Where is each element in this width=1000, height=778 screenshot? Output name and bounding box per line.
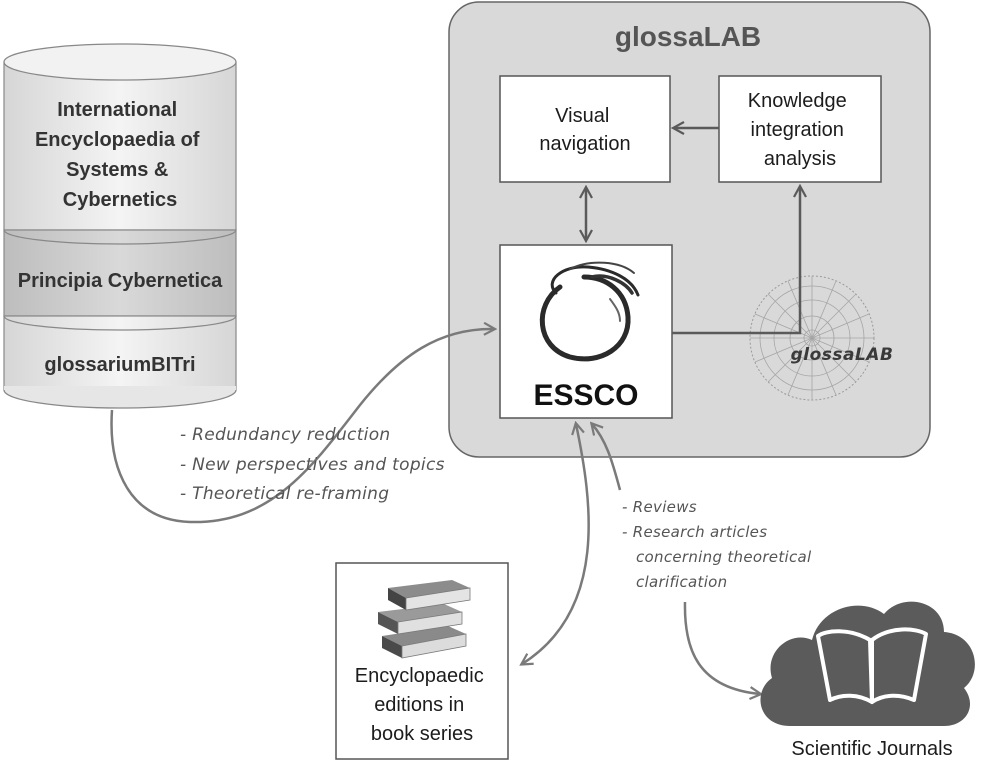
arrow-essco-to-knowledge xyxy=(672,187,800,335)
books-line1: Encyclopaedic xyxy=(355,665,484,687)
journals-label: Scientific Journals xyxy=(791,738,952,760)
essco-label: ESSCO xyxy=(533,379,638,412)
note-research: - Research articles xyxy=(622,523,767,541)
knowledge-integration-box: Knowledge integration analysis xyxy=(718,75,882,183)
cloud-book-icon xyxy=(760,601,975,726)
essco-box: ESSCO xyxy=(499,244,673,419)
knowledge-integration-line2: integration xyxy=(751,119,844,141)
visual-navigation-line1: Visual xyxy=(555,105,609,127)
svg-text:Encyclopaedic editions i: Encyclopaedic editions in book series xyxy=(355,665,490,745)
note-reframing: - Theoretical re-framing xyxy=(180,484,389,504)
db-glossarium-label: glossariumBITri xyxy=(44,354,195,376)
note-clarification: clarification xyxy=(636,573,727,591)
db-principia-label: Principia Cybernetica xyxy=(18,270,223,292)
visual-navigation-line2: navigation xyxy=(539,133,630,155)
book-stack-icon xyxy=(378,580,471,659)
svg-text:International Encyclopae: International Encyclopaedia of Systems &… xyxy=(35,99,205,211)
notes-right: - Reviews - Research articles concerning… xyxy=(622,498,812,591)
db-encyclopaedia-line1: International xyxy=(57,99,177,121)
svg-text:Visual navigation: Visual navigation xyxy=(539,105,630,155)
books-line2: editions in xyxy=(374,694,464,716)
arrow-essco-books xyxy=(522,424,590,664)
arrow-journals-to-essco xyxy=(592,424,622,491)
db-encyclopaedia-line3: Systems & xyxy=(66,159,168,181)
db-encyclopaedia-line4: Cybernetics xyxy=(63,189,178,211)
books-line3: book series xyxy=(371,723,473,745)
visual-navigation-box: Visual navigation xyxy=(499,75,671,183)
notes-left: - Redundancy reduction - New perspective… xyxy=(180,425,445,504)
knowledge-integration-line1: Knowledge xyxy=(748,90,847,112)
glossalab-logo-text: glossaLAB xyxy=(791,345,894,365)
database-cylinder: International Encyclopaedia of Systems &… xyxy=(3,43,237,409)
svg-text:Knowledge integration: Knowledge integration analysis xyxy=(748,90,853,170)
db-encyclopaedia-line2: Encyclopaedia of xyxy=(35,129,200,151)
glossalab-wheel-icon: glossaLAB xyxy=(749,275,894,401)
note-redundancy: - Redundancy reduction xyxy=(180,425,390,445)
arrow-notes-to-journals xyxy=(683,601,760,694)
glossalab-title: glossaLAB xyxy=(615,21,761,52)
note-perspectives: - New perspectives and topics xyxy=(180,455,445,475)
books-box: Encyclopaedic editions in book series xyxy=(335,562,509,760)
arrow-database-to-essco xyxy=(110,329,494,524)
essco-ouroboros-icon xyxy=(539,261,640,362)
knowledge-integration-line3: analysis xyxy=(764,148,836,170)
note-reviews: - Reviews xyxy=(622,498,697,516)
note-concerning: concerning theoretical xyxy=(636,548,812,566)
